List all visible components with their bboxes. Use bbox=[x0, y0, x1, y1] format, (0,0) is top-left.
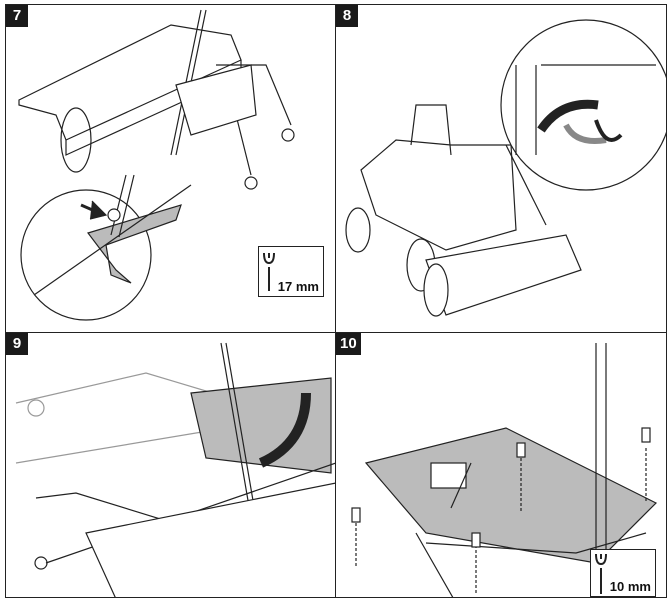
step-number: 9 bbox=[6, 333, 28, 355]
wrench-icon bbox=[263, 252, 275, 291]
guard-plate-illustration bbox=[15, 342, 336, 597]
step-number: 10 bbox=[336, 333, 361, 355]
tool-size-box: 10 mm bbox=[590, 549, 656, 597]
wrench-size-label: 10 mm bbox=[609, 579, 651, 594]
sweeper-attachment-illustration bbox=[18, 9, 295, 321]
tractor-roller-illustration bbox=[345, 19, 666, 317]
step-8-panel: 8 bbox=[335, 4, 667, 334]
step-number: 8 bbox=[336, 5, 358, 27]
guard-plate-bolts-illustration bbox=[351, 343, 658, 597]
step-9-panel: 9 bbox=[5, 332, 337, 598]
wrench-icon bbox=[595, 553, 607, 594]
tool-size-box: 17 mm bbox=[258, 246, 324, 297]
step-10-panel: 10 10 mm bbox=[335, 332, 667, 598]
step-number: 7 bbox=[6, 5, 28, 27]
wrench-size-label: 17 mm bbox=[277, 279, 319, 294]
step-7-panel: 7 17 mm bbox=[5, 4, 337, 334]
